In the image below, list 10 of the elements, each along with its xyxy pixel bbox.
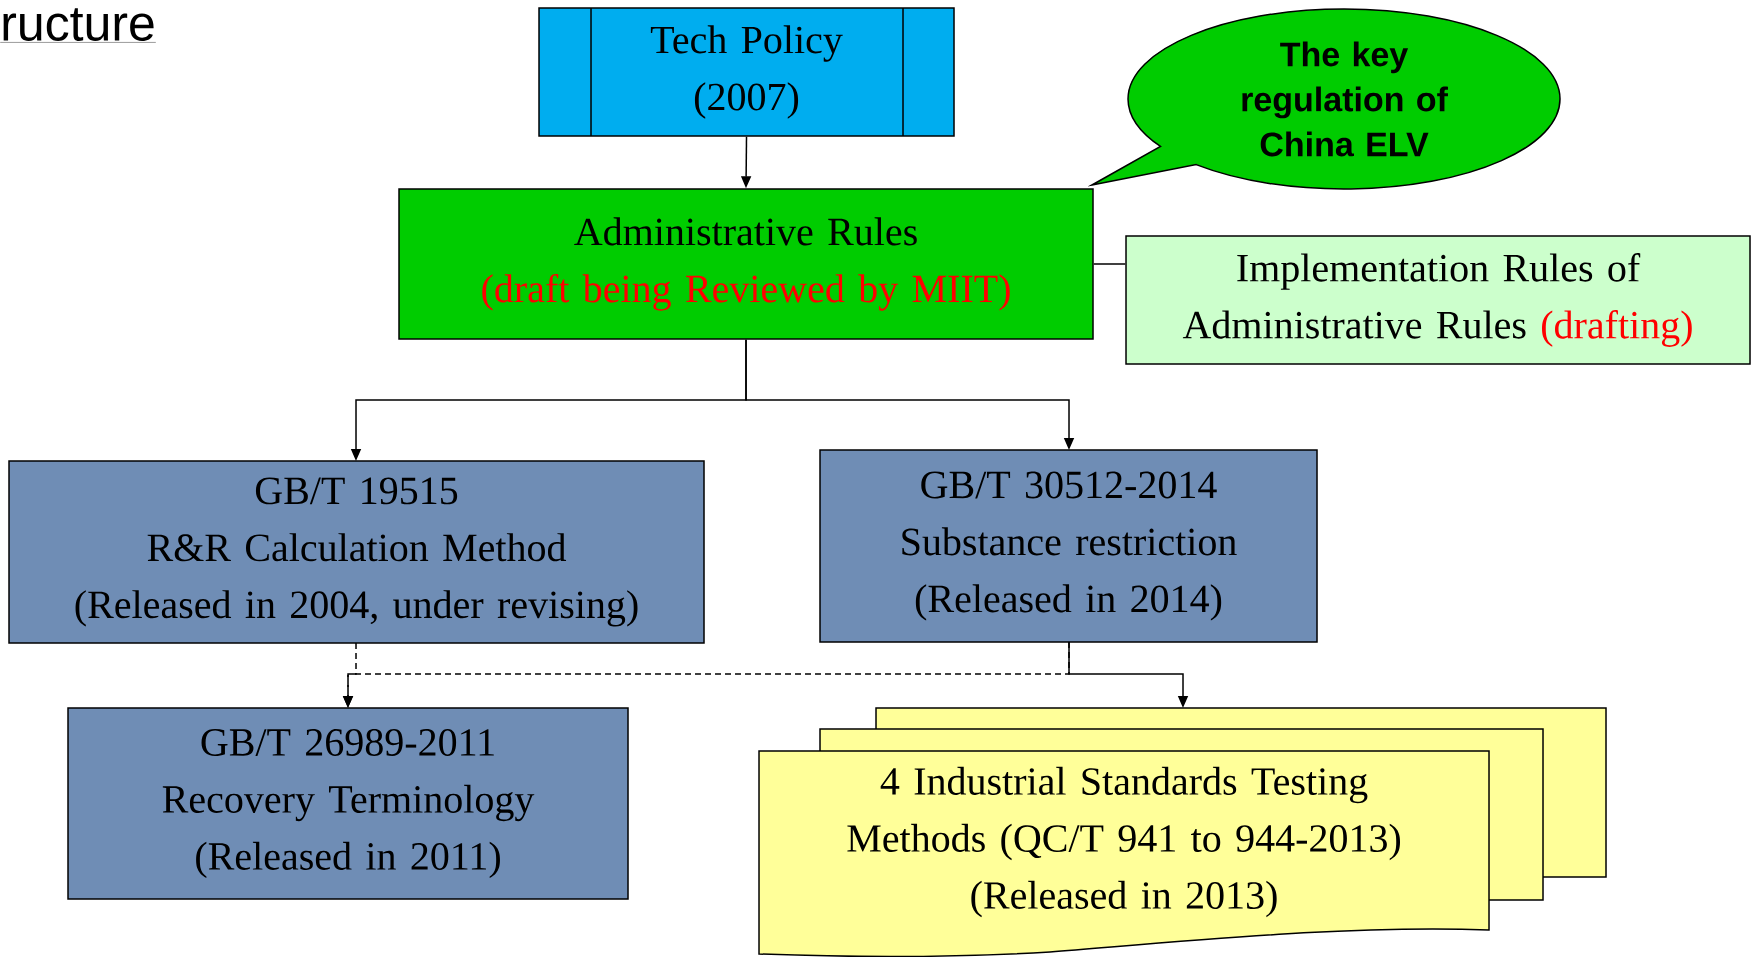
connector bbox=[1093, 263, 1126, 265]
process-box: Tech Policy (2007) bbox=[538, 7, 955, 137]
document-stack: 4 Industrial Standards Testing Methods (QC/T 941 to 944-2013) (Released in 2013) bbox=[758, 707, 1607, 957]
speech-bubble: The key regulation of China ELV bbox=[1091, 8, 1561, 190]
process-box: Implementation Rules of Administrative Rules (drafting) bbox=[1125, 235, 1751, 365]
process-box: GB/T 30512-2014 Substance restriction (Released in 2014) bbox=[819, 449, 1318, 643]
process-box: GB/T 26989-2011 Recovery Terminology (Released in 2011) bbox=[67, 707, 629, 900]
process-box: GB/T 19515 R&R Calculation Method (Released in 2004, under revising) bbox=[8, 460, 705, 644]
title: ructure bbox=[0, 8, 156, 43]
process-box: Administrative Rules (draft being Reviewed by MIIT) bbox=[398, 188, 1094, 340]
